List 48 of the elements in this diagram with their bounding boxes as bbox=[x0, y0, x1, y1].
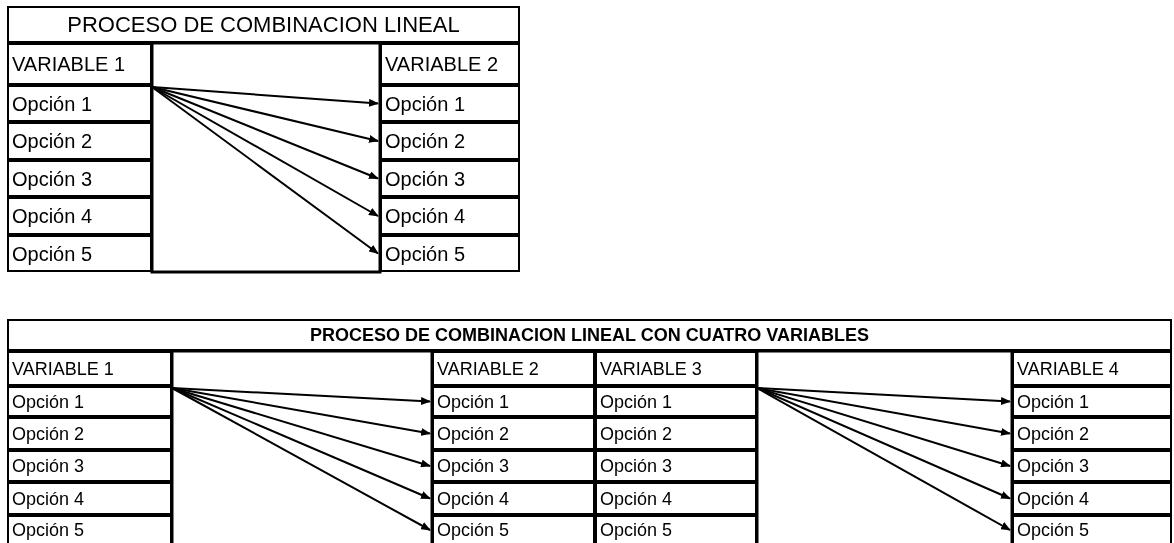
option-cell: Opción 4 bbox=[595, 482, 757, 515]
arrow bbox=[151, 86, 379, 217]
option-cell: Opción 5 bbox=[380, 235, 520, 272]
option-cell: Opción 4 bbox=[7, 197, 152, 235]
option-cell: Opción 3 bbox=[7, 160, 152, 197]
option-cell: Opción 1 bbox=[7, 85, 152, 122]
arrow bbox=[756, 387, 1011, 436]
option-cell: Opción 3 bbox=[380, 160, 520, 197]
column-header: VARIABLE 2 bbox=[432, 351, 595, 386]
option-cell: Opción 1 bbox=[595, 386, 757, 417]
option-cell: Opción 3 bbox=[432, 450, 595, 482]
arrow bbox=[171, 387, 431, 436]
arrow bbox=[151, 86, 379, 107]
option-cell: Opción 2 bbox=[380, 122, 520, 160]
option-cell: Opción 5 bbox=[595, 515, 757, 543]
option-cell: Opción 1 bbox=[1012, 386, 1172, 417]
table-title: PROCESO DE COMBINACION LINEAL bbox=[7, 6, 520, 43]
option-cell: Opción 1 bbox=[432, 386, 595, 417]
column-header: VARIABLE 1 bbox=[7, 351, 172, 386]
option-cell: Opción 2 bbox=[1012, 417, 1172, 450]
option-cell: Opción 5 bbox=[7, 235, 152, 272]
option-cell: Opción 1 bbox=[7, 386, 172, 417]
option-cell: Opción 5 bbox=[7, 515, 172, 543]
option-cell: Opción 4 bbox=[432, 482, 595, 515]
option-cell: Opción 5 bbox=[432, 515, 595, 543]
arrow bbox=[171, 387, 431, 468]
option-cell: Opción 2 bbox=[7, 417, 172, 450]
arrow bbox=[756, 387, 1011, 468]
arrow bbox=[756, 387, 1011, 531]
option-cell: Opción 2 bbox=[432, 417, 595, 450]
arrow bbox=[151, 86, 379, 143]
option-cell: Opción 3 bbox=[7, 450, 172, 482]
table-title: PROCESO DE COMBINACION LINEAL CON CUATRO VARIABLES bbox=[7, 319, 1172, 351]
option-cell: Opción 3 bbox=[1012, 450, 1172, 482]
column-header: VARIABLE 3 bbox=[595, 351, 757, 386]
option-cell: Opción 5 bbox=[1012, 515, 1172, 543]
column-header: VARIABLE 4 bbox=[1012, 351, 1172, 386]
option-cell: Opción 4 bbox=[1012, 482, 1172, 515]
option-cell: Opción 2 bbox=[595, 417, 757, 450]
option-cell: Opción 2 bbox=[7, 122, 152, 160]
option-cell: Opción 3 bbox=[595, 450, 757, 482]
option-cell: Opción 4 bbox=[7, 482, 172, 515]
column-header: VARIABLE 2 bbox=[380, 43, 520, 85]
option-cell: Opción 1 bbox=[380, 85, 520, 122]
column-header: VARIABLE 1 bbox=[7, 43, 152, 85]
option-cell: Opción 4 bbox=[380, 197, 520, 235]
arrow bbox=[171, 387, 431, 531]
arrow bbox=[151, 86, 379, 255]
